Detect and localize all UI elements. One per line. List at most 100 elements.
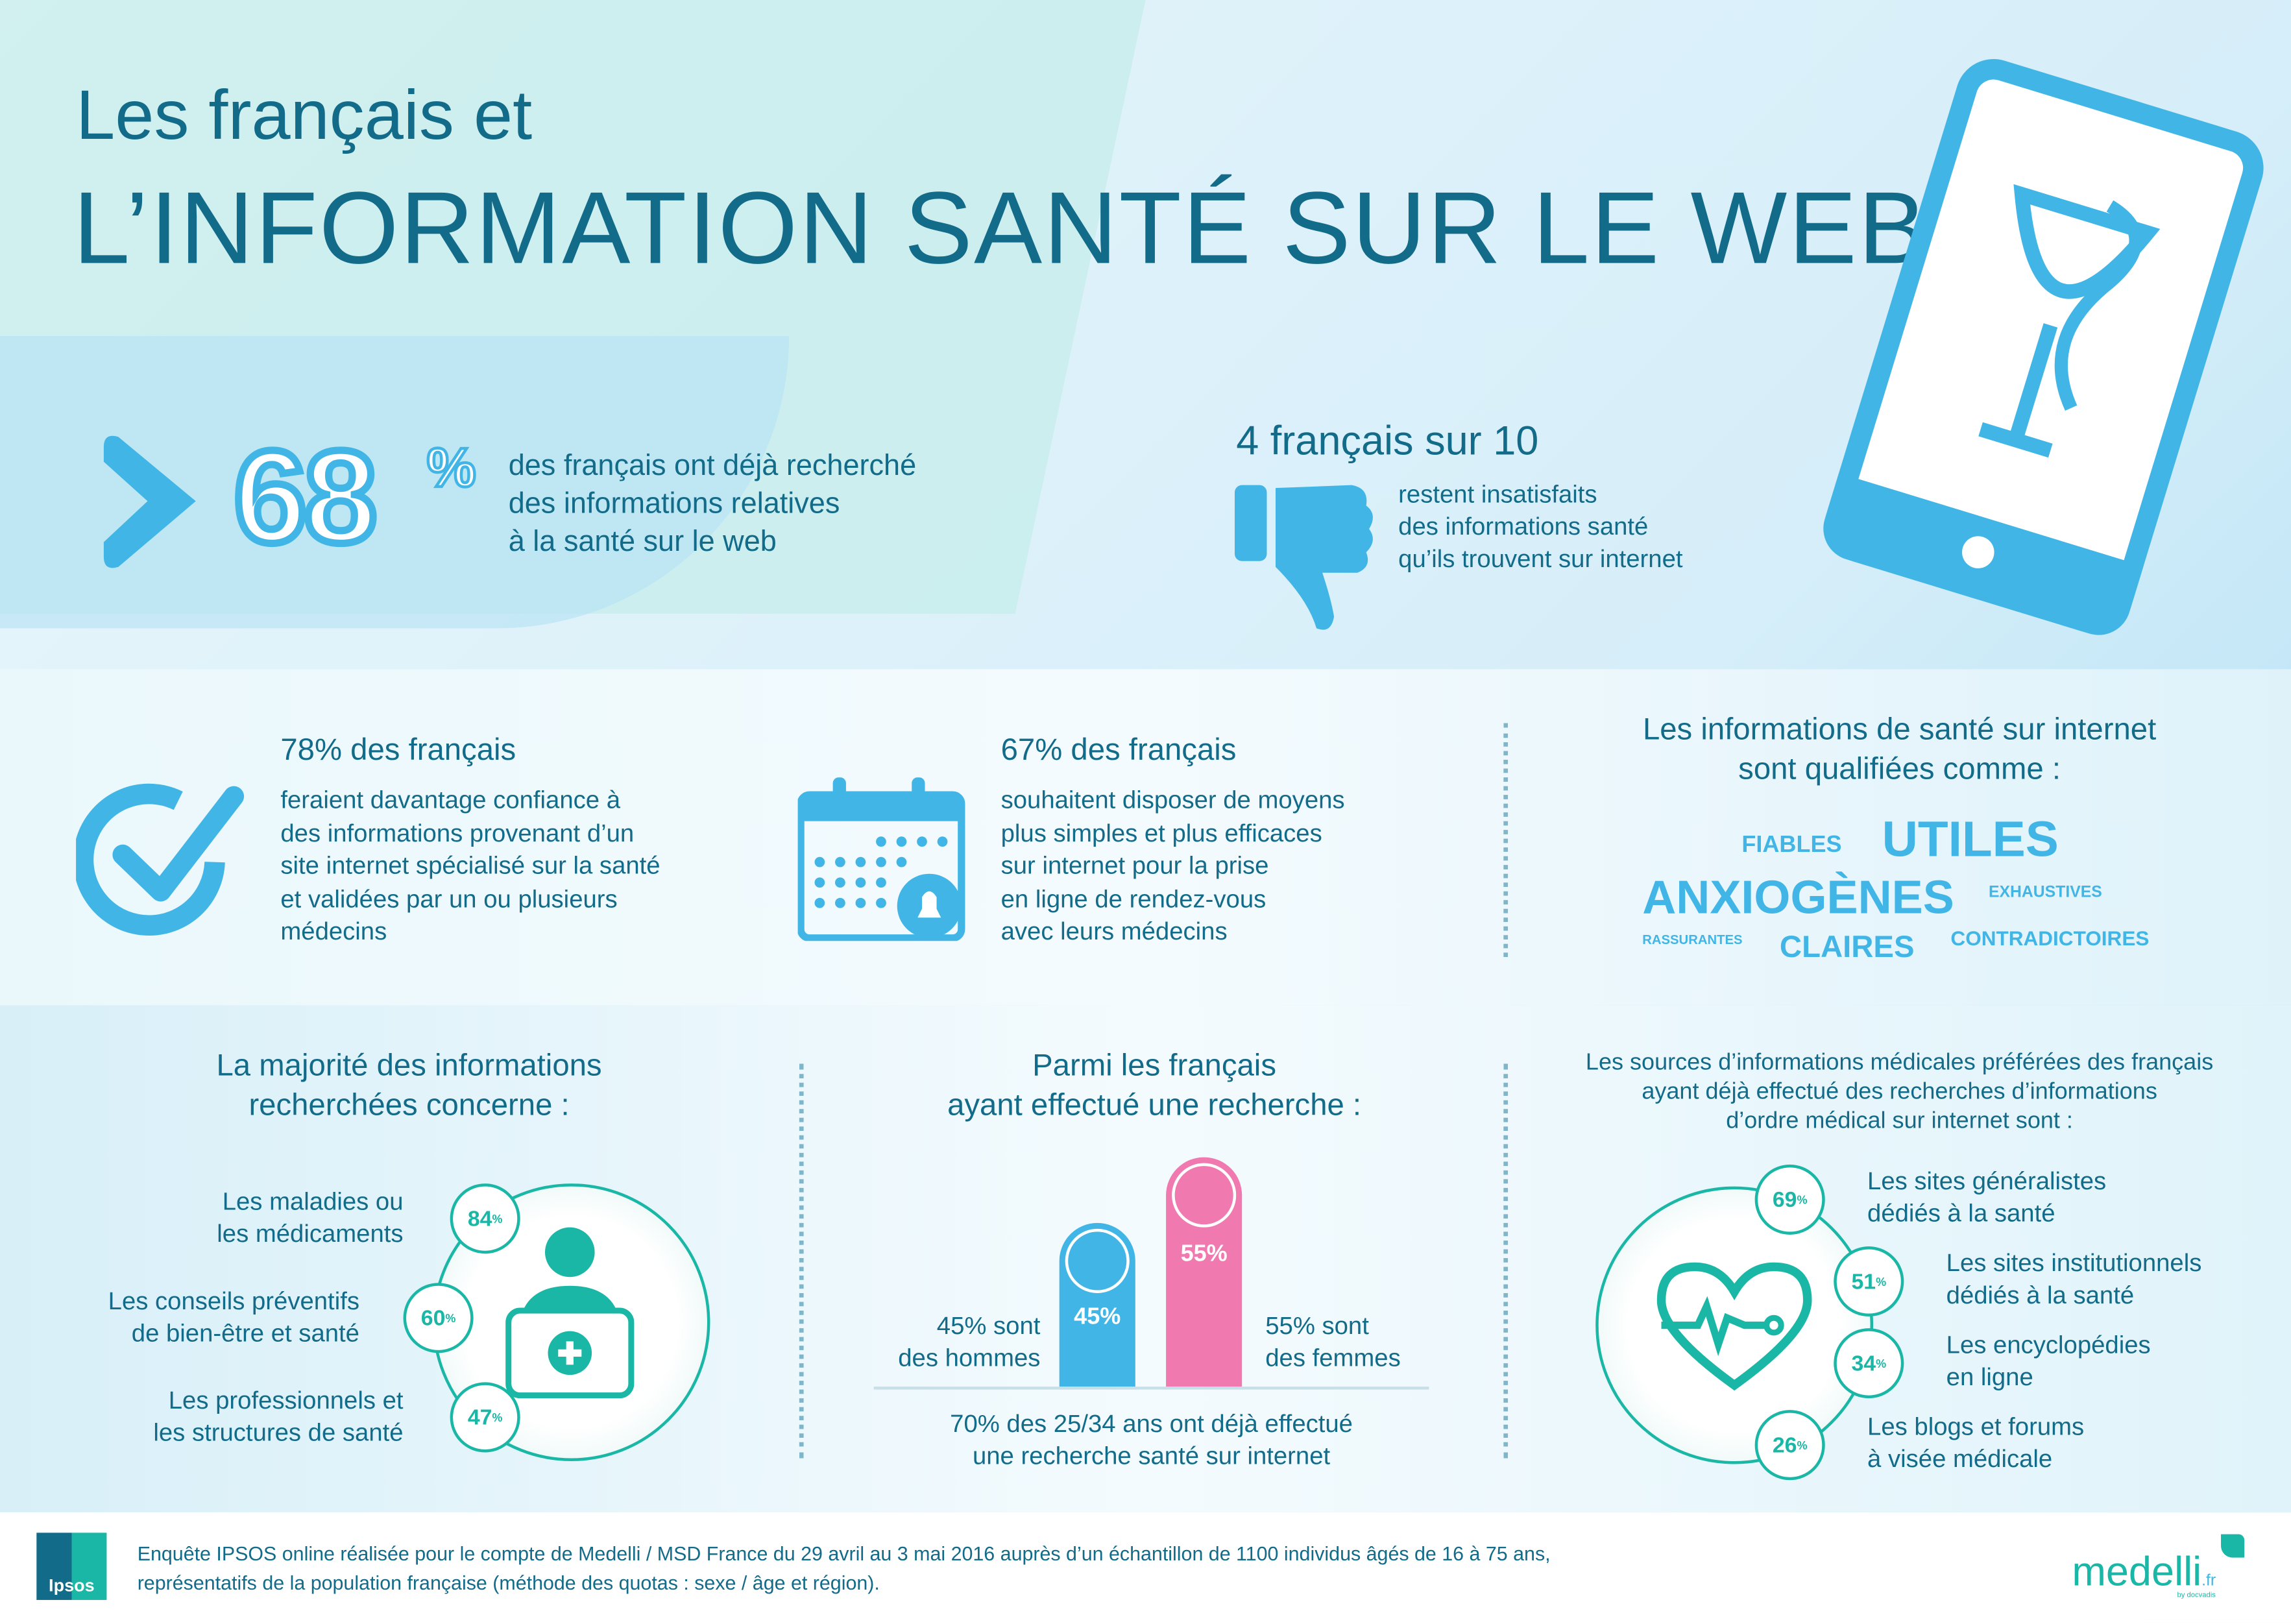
text-line: 70% des 25/34 ans ont déjà effectué (950, 1410, 1353, 1438)
text-line: avec leurs médecins (1000, 917, 1228, 946)
pct-value: 26 (1772, 1433, 1797, 1458)
stat67-headline: 67% des français (1000, 733, 1237, 768)
checkmark-icon (76, 783, 245, 936)
pct-value: 51 (1851, 1268, 1876, 1294)
word-fiables: FIABLES (1741, 832, 1842, 858)
text-line: ayant effectué une recherche : (947, 1088, 1362, 1122)
sources-pct-badge: 26% (1754, 1410, 1825, 1481)
chevron-right-icon (103, 435, 196, 568)
thumbs-down-icon (1234, 485, 1373, 630)
text-line: des femmes (1265, 1344, 1401, 1372)
smartphone-icon (1815, 49, 2273, 643)
text-line: des informations santé (1398, 513, 1649, 541)
text-line: les médicaments (217, 1220, 404, 1248)
text-line: ayant déjà effectué des recherches d’inf… (1642, 1080, 2157, 1105)
text-line: les structures de santé (153, 1418, 404, 1447)
text-line: médecins (280, 917, 387, 946)
women-bar: 55% (1166, 1157, 1242, 1387)
heart-circle (1595, 1186, 1874, 1464)
pct-sign: % (1797, 1193, 1808, 1207)
pct-sign: % (1797, 1438, 1808, 1452)
gender-note: 70% des 25/34 ans ont déjà effectué une r… (874, 1409, 1429, 1473)
text-line: Les conseils préventifs (108, 1287, 359, 1315)
divider (1503, 723, 1509, 958)
majority-pct-badge: 60% (403, 1283, 474, 1353)
word-claires: CLAIRES (1779, 930, 1915, 965)
text-line: représentatifs de la population français… (137, 1572, 880, 1594)
text-line: Les blogs et forums (1867, 1412, 2085, 1441)
text-line: Les encyclopédies (1946, 1331, 2151, 1359)
majority-item-label: Les maladies ou les médicaments (88, 1187, 403, 1251)
text-line: Parmi les français (1032, 1048, 1276, 1083)
pct-value: 34 (1851, 1350, 1876, 1376)
text-line: Les maladies ou (222, 1187, 404, 1216)
footer-band (0, 1512, 2291, 1623)
text-line: sont qualifiées comme : (1738, 752, 2061, 786)
text-line: en ligne de rendez-vous (1000, 884, 1267, 913)
text-line: Les informations de santé sur internet (1642, 712, 2157, 747)
pct-value: 47 (467, 1405, 492, 1430)
text-line: d’ordre médical sur internet sont : (1726, 1109, 2073, 1134)
sources-item-label: Les blogs et forums à visée médicale (1867, 1411, 2084, 1475)
pct-value: 84 (467, 1206, 492, 1231)
stat4sur10-headline: 4 français sur 10 (1236, 418, 1539, 463)
gender-title: Parmi les français ayant effectué une rec… (877, 1046, 1432, 1125)
word-anxiogenes: ANXIOGÈNES (1642, 871, 1954, 924)
majority-title: La majorité des informations recherchées … (146, 1046, 672, 1125)
text-line: dédiés à la santé (1946, 1281, 2135, 1309)
text-line: et validées par un ou plusieurs (280, 884, 618, 913)
divider (1503, 1063, 1509, 1459)
lower-band (0, 1005, 2291, 1512)
stat78-headline: 78% des français (280, 733, 516, 768)
medelli-sub: by docvadis (2177, 1591, 2216, 1600)
word-exhaustives: EXHAUSTIVES (1988, 884, 2102, 902)
stat67-text: souhaitent disposer de moyens plus simple… (1001, 784, 1345, 949)
title-line2: L’INFORMATION SANTÉ SUR LE WEB (73, 171, 1928, 285)
medelli-logo: medelli.fr (2072, 1549, 2216, 1595)
sources-pct-badge: 51% (1834, 1246, 1904, 1317)
text-line: à visée médicale (1867, 1445, 2053, 1473)
text-line: Les sources d’informations médicales pré… (1585, 1050, 2214, 1076)
text-line: des français ont déjà recherché (508, 450, 917, 483)
pct-sign: % (492, 1212, 503, 1226)
text-line: des hommes (898, 1344, 1041, 1372)
stat68-text: des français ont déjà recherché des infor… (509, 447, 916, 561)
text-line: La majorité des informations (216, 1048, 602, 1083)
divider (799, 1063, 804, 1459)
majority-pct-badge: 47% (450, 1382, 520, 1453)
text-line: une recherche santé sur internet (972, 1442, 1331, 1470)
footer-text: Enquête IPSOS online réalisée pour le co… (138, 1540, 1551, 1599)
text-line: qu’ils trouvent sur internet (1398, 544, 1683, 573)
pct-sign: % (445, 1311, 456, 1325)
medelli-mark-icon (2221, 1534, 2245, 1558)
text-line: des informations relatives (508, 488, 840, 520)
men-bar: 45% (1059, 1222, 1135, 1387)
stat68-value: 68 (230, 422, 381, 575)
text-line: feraient davantage confiance à (280, 786, 621, 814)
text-line: Enquête IPSOS online réalisée pour le co… (137, 1543, 1551, 1565)
title-line1: Les français et (76, 77, 533, 155)
text-line: souhaitent disposer de moyens (1000, 786, 1345, 814)
text-line: plus simples et plus efficaces (1000, 819, 1322, 847)
text-line: sur internet pour la prise (1000, 851, 1269, 880)
ipsos-logo-text: Ipsos (49, 1575, 95, 1596)
heartbeat-icon (1656, 1262, 1812, 1391)
text-line: recherchées concerne : (248, 1088, 570, 1122)
word-rassurantes: RASSURANTES (1642, 932, 1743, 947)
pct-sign: % (1876, 1274, 1887, 1289)
pct-sign: % (1876, 1356, 1887, 1370)
men-pct: 45% (1074, 1305, 1121, 1330)
pct-sign: % (492, 1411, 503, 1424)
middle-band (0, 669, 2291, 1006)
sources-title: Les sources d’informations médicales pré… (1534, 1049, 2265, 1137)
sources-pct-badge: 69% (1754, 1164, 1825, 1235)
pct-value: 69 (1772, 1187, 1797, 1213)
